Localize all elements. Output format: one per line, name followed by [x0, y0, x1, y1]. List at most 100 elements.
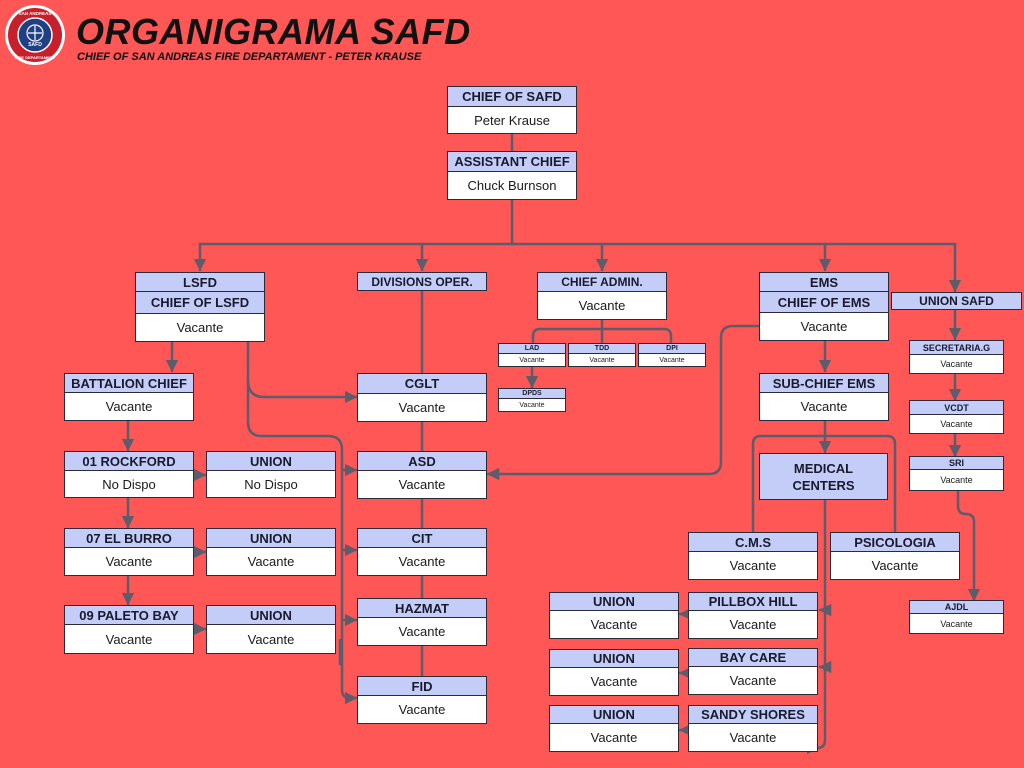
node-role: BAY CARE: [688, 648, 818, 667]
node-role: 01 ROCKFORD: [64, 451, 194, 471]
node-name: Vacante: [357, 471, 487, 499]
node-cglt: CGLT Vacante: [357, 373, 487, 422]
node-name: Vacante: [688, 724, 818, 752]
node-role: UNION: [549, 592, 679, 611]
line-med-spine: [806, 498, 827, 755]
node-role: DPDS: [498, 388, 566, 399]
node-sri: SRI Vacante: [909, 456, 1004, 491]
page-title: ORGANIGRAMA SAFD: [76, 11, 471, 52]
node-name: Peter Krause: [447, 107, 577, 134]
node-name: Vacante: [549, 724, 679, 752]
node-role: SECRETARIA.G: [909, 340, 1004, 355]
node-ems: EMS CHIEF OF EMS Vacante: [759, 272, 889, 341]
node-role: UNION: [206, 451, 336, 471]
node-role: ASD: [357, 451, 487, 471]
logo-bottom-text: FIRE DEPARTAMENT: [15, 55, 56, 60]
node-09-paleto-bay: 09 PALETO BAY Vacante: [64, 605, 194, 654]
node-01-rockford: 01 ROCKFORD No Dispo: [64, 451, 194, 498]
node-name: Vacante: [909, 470, 1004, 491]
node-union-pillbox: UNION Vacante: [549, 592, 679, 639]
node-name: No Dispo: [64, 471, 194, 498]
node-role: UNION SAFD: [891, 292, 1022, 310]
line-lsfd-spine: [246, 378, 358, 705]
node-lad: LAD Vacante: [498, 343, 566, 367]
node-cms: C.M.S Vacante: [688, 532, 818, 580]
node-role: CHIEF OF SAFD: [447, 86, 577, 107]
node-role: HAZMAT: [357, 598, 487, 618]
node-role: UNION: [206, 528, 336, 548]
node-fid: FID Vacante: [357, 676, 487, 724]
node-sub-chief-ems: SUB-CHIEF EMS Vacante: [759, 373, 889, 421]
node-name: Vacante: [64, 393, 194, 421]
node-pillbox-hill: PILLBOX HILL Vacante: [688, 592, 818, 639]
node-name: Vacante: [357, 548, 487, 576]
node-role: CIT: [357, 528, 487, 548]
node-chief-of-safd: CHIEF OF SAFD Peter Krause: [447, 86, 577, 134]
node-lsfd: LSFD CHIEF OF LSFD Vacante: [135, 272, 265, 342]
node-name: No Dispo: [206, 471, 336, 498]
node-role: SUB-CHIEF EMS: [759, 373, 889, 393]
node-role: UNION: [549, 705, 679, 724]
node-name: Vacante: [909, 415, 1004, 434]
node-name: Vacante: [830, 552, 960, 580]
node-ajdl: AJDL Vacante: [909, 600, 1004, 634]
logo-top-text: SAN ANDREAS: [19, 11, 52, 16]
node-role: ASSISTANT CHIEF: [447, 151, 577, 172]
node-name: Chuck Burnson: [447, 172, 577, 200]
node-group: LSFD: [135, 272, 265, 292]
node-role: DIVISIONS OPER.: [357, 272, 487, 291]
node-name: Vacante: [759, 313, 889, 341]
node-name: Vacante: [206, 548, 336, 576]
node-union-rockford: UNION No Dispo: [206, 451, 336, 498]
node-role: UNION: [549, 649, 679, 668]
node-name: Vacante: [64, 548, 194, 576]
node-bay-care: BAY CARE Vacante: [688, 648, 818, 695]
node-psicologia: PSICOLOGIA Vacante: [830, 532, 960, 580]
node-role: 07 EL BURRO: [64, 528, 194, 548]
node-role: PILLBOX HILL: [688, 592, 818, 611]
node-name: Vacante: [357, 394, 487, 422]
node-name: Vacante: [909, 355, 1004, 374]
node-union-safd: UNION SAFD: [891, 292, 1022, 310]
node-role: SANDY SHORES: [688, 705, 818, 724]
node-role: C.M.S: [688, 532, 818, 552]
node-role: CHIEF OF LSFD: [135, 292, 265, 314]
node-name: Vacante: [357, 696, 487, 724]
node-battalion-chief: BATTALION CHIEF Vacante: [64, 373, 194, 421]
node-role: VCDT: [909, 400, 1004, 415]
node-union-sandy-shores: UNION Vacante: [549, 705, 679, 752]
line-med-branch: [751, 434, 897, 533]
node-role: BATTALION CHIEF: [64, 373, 194, 393]
node-role: UNION: [206, 605, 336, 625]
node-asd: ASD Vacante: [357, 451, 487, 499]
node-union-el-burro: UNION Vacante: [206, 528, 336, 576]
node-role: 09 PALETO BAY: [64, 605, 194, 625]
node-cit: CIT Vacante: [357, 528, 487, 576]
node-name: Vacante: [537, 292, 667, 320]
node-name: Vacante: [498, 354, 566, 367]
node-medical-centers: MEDICAL CENTERS: [759, 453, 888, 500]
node-role: LAD: [498, 343, 566, 354]
node-name: Vacante: [135, 314, 265, 342]
node-name: Vacante: [638, 354, 706, 367]
node-union-bay-care: UNION Vacante: [549, 649, 679, 696]
node-divisions-oper: DIVISIONS OPER.: [357, 272, 487, 291]
node-secretaria-g: SECRETARIA.G Vacante: [909, 340, 1004, 374]
node-dpds: DPDS Vacante: [498, 388, 566, 412]
node-dpi: DPI Vacante: [638, 343, 706, 367]
node-assistant-chief: ASSISTANT CHIEF Chuck Burnson: [447, 151, 577, 200]
node-name: Vacante: [206, 625, 336, 654]
node-name: Vacante: [357, 618, 487, 646]
node-group: EMS: [759, 272, 889, 292]
node-role: CHIEF OF EMS: [759, 292, 889, 313]
node-chief-admin: CHIEF ADMIN. Vacante: [537, 272, 667, 320]
node-role: PSICOLOGIA: [830, 532, 960, 552]
node-hazmat: HAZMAT Vacante: [357, 598, 487, 646]
logo-center-text: SAFD: [28, 42, 42, 48]
line-sri-ajdl: [956, 489, 981, 602]
node-role: CGLT: [357, 373, 487, 394]
node-role: SRI: [909, 456, 1004, 470]
node-name: Vacante: [568, 354, 636, 367]
node-name: Vacante: [688, 552, 818, 580]
node-role: CHIEF ADMIN.: [537, 272, 667, 292]
